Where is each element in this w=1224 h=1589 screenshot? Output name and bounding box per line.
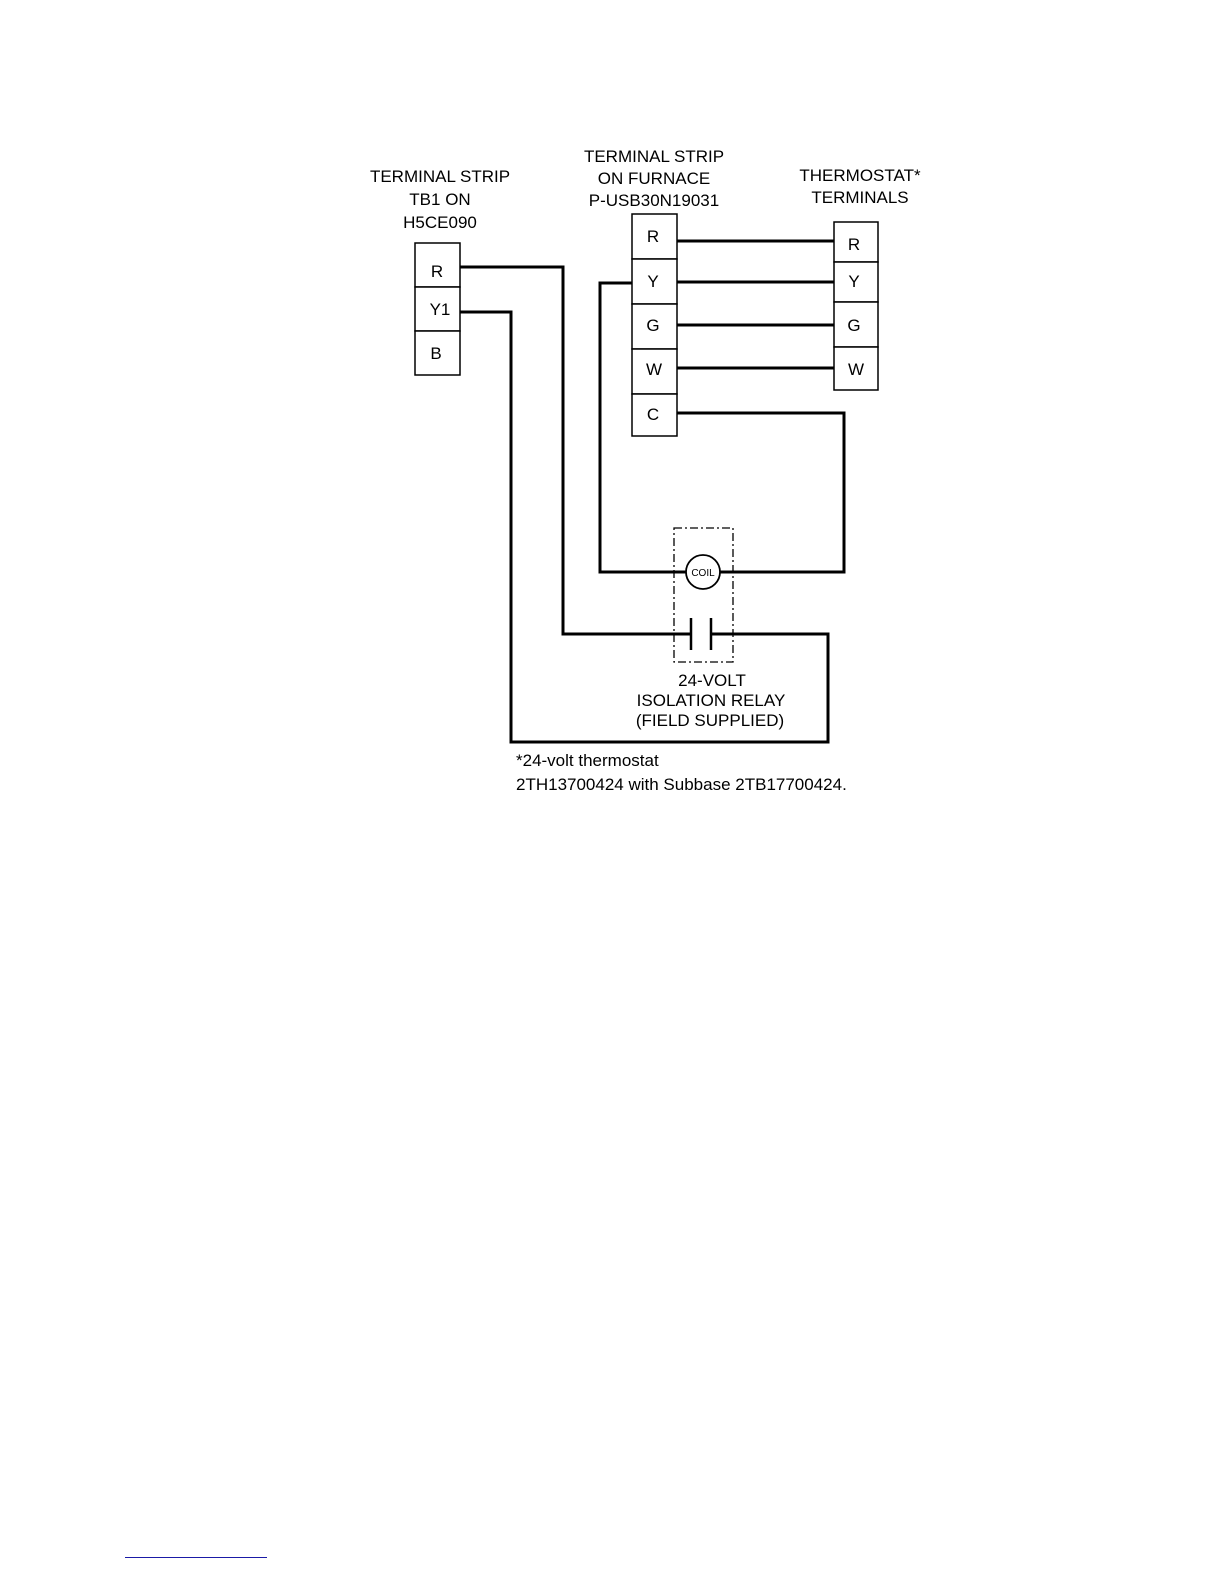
thermostat-terminal-y-label: Y xyxy=(848,272,859,291)
footer-rule xyxy=(125,1557,267,1558)
furnace-terminal-strip: R Y G W C xyxy=(632,214,677,436)
tb1-label-line-1: TERMINAL STRIP xyxy=(370,167,510,186)
footnote: *24-volt thermostat 2TH13700424 with Sub… xyxy=(516,751,847,794)
tb1-label-line-3: H5CE090 xyxy=(403,213,477,232)
footnote-line-2: 2TH13700424 with Subbase 2TB17700424. xyxy=(516,775,847,794)
thermostat-terminal-w-label: W xyxy=(848,360,864,379)
furnace-terminal-g-label: G xyxy=(646,316,659,335)
furnace-terminal-y-label: Y xyxy=(647,272,658,291)
furnace-terminal-c-label: C xyxy=(647,405,659,424)
relay-label-line-3: (FIELD SUPPLIED) xyxy=(636,711,784,730)
thermostat-label: THERMOSTAT* TERMINALS xyxy=(799,166,921,207)
tb1-strip-label: TERMINAL STRIP TB1 ON H5CE090 xyxy=(370,167,510,232)
relay-enclosure-dashed xyxy=(674,528,733,662)
furnace-terminal-w-label: W xyxy=(646,360,662,379)
thermostat-label-line-2: TERMINALS xyxy=(811,188,908,207)
thermostat-label-line-1: THERMOSTAT* xyxy=(799,166,921,185)
furnace-label-line-2: ON FURNACE xyxy=(598,169,710,188)
relay-label-line-2: ISOLATION RELAY xyxy=(637,691,786,710)
furnace-label-line-3: P-USB30N19031 xyxy=(589,191,719,210)
tb1-label-line-2: TB1 ON xyxy=(409,190,470,209)
isolation-relay: COIL xyxy=(674,528,733,662)
relay-label: 24-VOLT ISOLATION RELAY (FIELD SUPPLIED) xyxy=(636,671,785,730)
thermostat-terminal-strip: R Y G W xyxy=(834,222,878,390)
wire-furnace-c-to-coil xyxy=(677,413,844,572)
tb1-terminal-r-label: R xyxy=(431,262,443,281)
thermostat-terminal-r-label: R xyxy=(848,235,860,254)
footnote-line-1: *24-volt thermostat xyxy=(516,751,659,770)
furnace-terminal-r-label: R xyxy=(647,227,659,246)
furnace-strip-label: TERMINAL STRIP ON FURNACE P-USB30N19031 xyxy=(584,147,724,210)
tb1-terminal-strip: R Y1 B xyxy=(415,243,460,375)
relay-coil-label: COIL xyxy=(691,568,715,579)
furnace-label-line-1: TERMINAL STRIP xyxy=(584,147,724,166)
relay-label-line-1: 24-VOLT xyxy=(678,671,746,690)
tb1-terminal-b-label: B xyxy=(430,344,441,363)
tb1-terminal-y1-label: Y1 xyxy=(430,300,451,319)
thermostat-terminal-g-label: G xyxy=(847,316,860,335)
